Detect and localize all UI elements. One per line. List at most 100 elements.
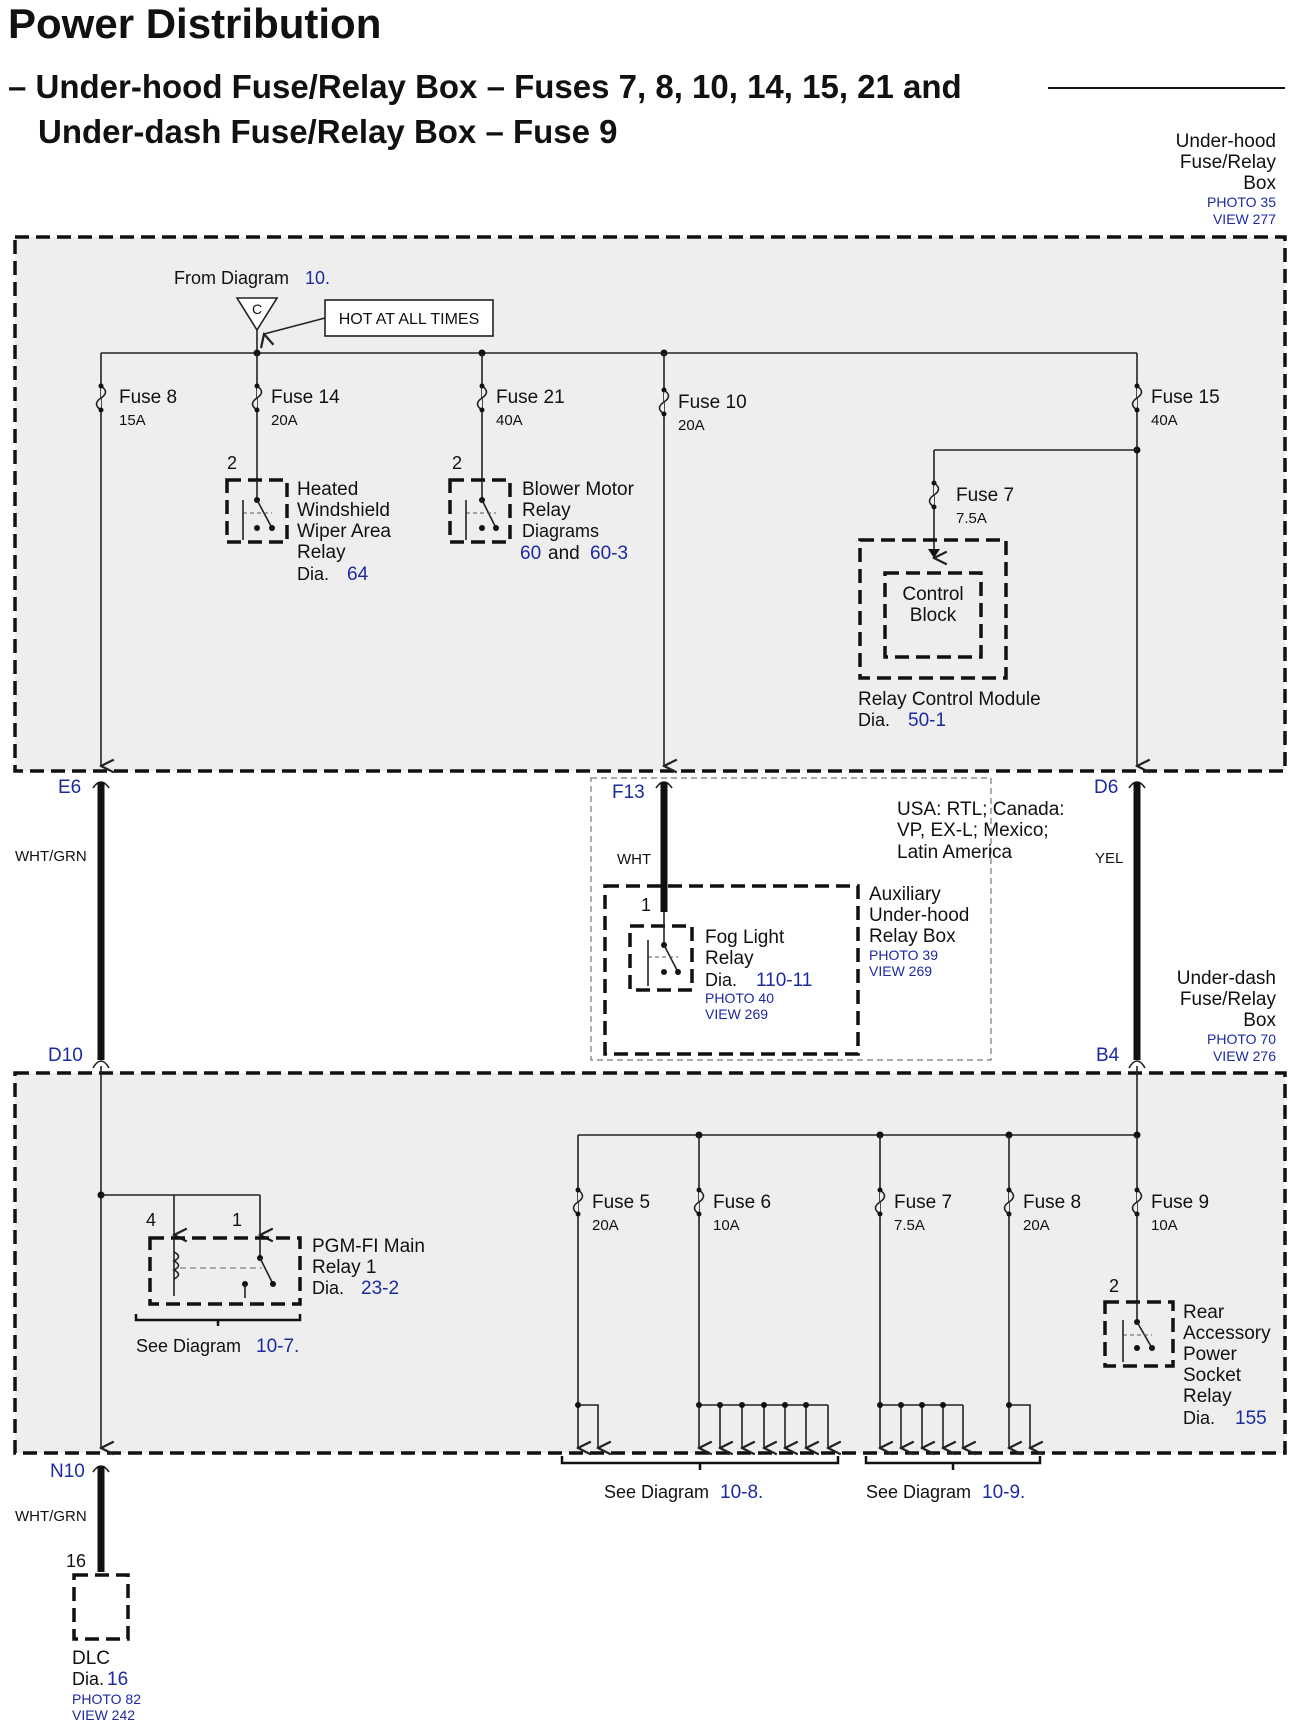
heated-relay-label: Heated Windshield Wiper Area Relay Dia. … xyxy=(297,479,391,585)
page-subtitle-line1: – Under-hood Fuse/Relay Box – Fuses 7, 8… xyxy=(8,68,962,105)
svg-text:Dia.: Dia. xyxy=(705,970,737,990)
relay-control-module-link[interactable]: 50-1 xyxy=(908,710,946,731)
photo-ref-link[interactable]: PHOTO 35 xyxy=(1207,194,1276,210)
relay-control-module-label: Relay Control Module xyxy=(858,689,1041,710)
from-diagram-ref-link[interactable]: 10. xyxy=(305,268,330,288)
svg-text:Under-hood: Under-hood xyxy=(1176,131,1276,152)
pgm-dia-link[interactable]: 23-2 xyxy=(361,1278,399,1299)
control-block-box xyxy=(883,571,983,659)
svg-text:Under-dash: Under-dash xyxy=(1177,968,1276,989)
fog-relay-icon xyxy=(628,912,694,992)
svg-text:DLC: DLC xyxy=(72,1648,110,1669)
fuse-8b-icon xyxy=(1003,1189,1015,1215)
dlc-box xyxy=(72,1573,130,1641)
fuse-6-label: Fuse 6 xyxy=(713,1192,771,1213)
fuse-8-label: Fuse 8 xyxy=(119,387,177,408)
page-title: Power Distribution xyxy=(8,0,381,47)
rear-relay-label: Rear Accessory Power Socket Relay Dia. 1… xyxy=(1183,1302,1271,1429)
pgm-see-link[interactable]: 10-7. xyxy=(256,1336,299,1357)
svg-text:Dia.: Dia. xyxy=(297,564,329,584)
svg-text:USA: RTL; Canada:: USA: RTL; Canada: xyxy=(897,799,1065,820)
see-diagram-10-8-bracket xyxy=(560,1456,840,1470)
dlc-photo-link[interactable]: PHOTO 82 xyxy=(72,1691,141,1707)
underdash-photo-link[interactable]: PHOTO 70 xyxy=(1207,1031,1276,1047)
heated-relay-icon xyxy=(225,478,289,544)
heated-relay-dia-link[interactable]: 64 xyxy=(347,564,369,585)
svg-text:Diagrams: Diagrams xyxy=(522,521,599,541)
fuse-15-label: Fuse 15 xyxy=(1151,387,1220,408)
fuse-21-icon xyxy=(476,385,488,411)
svg-text:Auxiliary: Auxiliary xyxy=(869,884,941,905)
fuse-21-label: Fuse 21 xyxy=(496,387,565,408)
blower-relay-label: Blower Motor Relay Diagrams 60 and 60-3 xyxy=(520,479,635,564)
heated-relay-pin: 2 xyxy=(227,453,237,473)
connector-b4: B4 xyxy=(1096,1045,1120,1066)
fuse-7-icon xyxy=(928,482,940,508)
blower-ref1-link[interactable]: 60 xyxy=(520,543,541,564)
svg-text:Under-hood: Under-hood xyxy=(869,905,969,926)
fuse-14-icon xyxy=(251,385,263,411)
wire-right-color: YEL xyxy=(1095,850,1123,867)
fog-relay-label: Fog Light Relay Dia. 110-11 PHOTO 40 VIE… xyxy=(705,927,812,1022)
dlc-label: DLC Dia. 16 PHOTO 82 VIEW 242 xyxy=(72,1648,141,1723)
underdash-view-link[interactable]: VIEW 276 xyxy=(1213,1048,1276,1064)
view-ref-link[interactable]: VIEW 277 xyxy=(1213,211,1276,227)
fuse-6-icon xyxy=(693,1189,705,1215)
svg-text:Dia.: Dia. xyxy=(72,1669,104,1689)
from-diagram-label: From Diagram xyxy=(174,268,289,288)
rear-relay-dia-link[interactable]: 155 xyxy=(1235,1408,1267,1429)
svg-text:Wiper Area: Wiper Area xyxy=(297,521,391,542)
rear-relay-icon xyxy=(1103,1300,1175,1368)
fuse-9-amps: 10A xyxy=(1151,1217,1178,1234)
underdash-fuse-box-outline xyxy=(13,1071,1287,1455)
svg-text:Socket: Socket xyxy=(1183,1365,1242,1386)
arrow-head-icon xyxy=(928,549,940,558)
fuse-7b-label: Fuse 7 xyxy=(894,1192,952,1213)
svg-text:Box: Box xyxy=(1243,173,1276,194)
fuse-6-amps: 10A xyxy=(713,1217,740,1234)
control-block-l1: Control xyxy=(902,584,963,605)
fuse-5-amps: 20A xyxy=(592,1217,619,1234)
connector-d10: D10 xyxy=(48,1045,83,1066)
fog-relay-dia-link[interactable]: 110-11 xyxy=(756,970,812,991)
blower-relay-icon xyxy=(448,478,512,544)
auxiliary-relay-box xyxy=(603,884,860,1056)
aux-photo-link[interactable]: PHOTO 39 xyxy=(869,947,938,963)
svg-text:Latin America: Latin America xyxy=(897,842,1013,863)
fuse-14-amps: 20A xyxy=(271,412,298,429)
dlc-view-link[interactable]: VIEW 242 xyxy=(72,1707,135,1723)
svg-text:and: and xyxy=(548,543,580,564)
see-diagram-10-8-link[interactable]: 10-8. xyxy=(720,1482,763,1503)
svg-text:Accessory: Accessory xyxy=(1183,1323,1271,1344)
fuse-9-icon xyxy=(1131,1189,1143,1215)
blower-ref2-link[interactable]: 60-3 xyxy=(590,543,628,564)
wire-left-color: WHT/GRN xyxy=(15,848,87,865)
svg-text:Fuse/Relay: Fuse/Relay xyxy=(1180,989,1277,1010)
connector-f13: F13 xyxy=(612,782,645,803)
see-diagram-10-9-link[interactable]: 10-9. xyxy=(982,1482,1025,1503)
underhood-box-label: Under-hood Fuse/Relay Box PHOTO 35 VIEW … xyxy=(1176,131,1277,227)
blower-relay-pin: 2 xyxy=(452,453,462,473)
fuse-5-label: Fuse 5 xyxy=(592,1192,650,1213)
dlc-dia-link[interactable]: 16 xyxy=(107,1669,128,1690)
fuse-8-amps: 15A xyxy=(119,412,146,429)
relay-control-module-box xyxy=(858,538,1008,680)
svg-text:Relay: Relay xyxy=(1183,1386,1232,1407)
fog-photo-link[interactable]: PHOTO 40 xyxy=(705,990,774,1006)
hot-at-all-times-label: HOT AT ALL TIMES xyxy=(339,311,480,328)
svg-text:PGM-FI Main: PGM-FI Main xyxy=(312,1236,425,1257)
svg-text:Blower Motor: Blower Motor xyxy=(522,479,635,500)
pgm-bracket xyxy=(134,1314,302,1326)
see-diagram-10-9-bracket xyxy=(864,1456,1042,1470)
pgm-relay-icon xyxy=(148,1236,302,1306)
svg-text:VP, EX-L; Mexico;: VP, EX-L; Mexico; xyxy=(897,820,1049,841)
svg-text:Fuse/Relay: Fuse/Relay xyxy=(1180,152,1277,173)
underhood-fuse-box-outline xyxy=(13,235,1287,773)
svg-text:Heated: Heated xyxy=(297,479,358,500)
auxiliary-box-outline xyxy=(590,777,992,1061)
underdash-box-label: Under-dash Fuse/Relay Box PHOTO 70 VIEW … xyxy=(1177,968,1277,1064)
fog-view-link[interactable]: VIEW 269 xyxy=(705,1006,768,1022)
aux-view-link[interactable]: VIEW 269 xyxy=(869,963,932,979)
pgm-pin1: 1 xyxy=(232,1210,242,1230)
